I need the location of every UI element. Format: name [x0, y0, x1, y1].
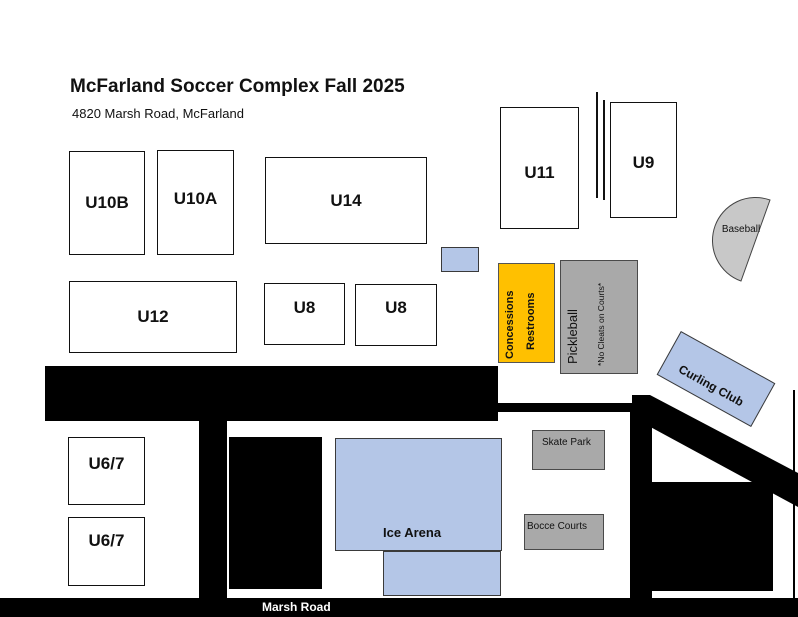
- ice-arena-label: Ice Arena: [383, 525, 442, 540]
- pickleball-courts[interactable]: [560, 260, 638, 374]
- parking-lot-left: [229, 437, 322, 589]
- field-u14[interactable]: U14: [265, 157, 427, 244]
- concessions-label: Concessions: [504, 290, 516, 359]
- field-label: U9: [632, 153, 655, 172]
- concessions-building[interactable]: [498, 263, 555, 363]
- restrooms-label: Restrooms: [525, 292, 537, 350]
- parking-lot-right: [652, 482, 773, 591]
- baseball-field[interactable]: Baseball: [705, 185, 775, 285]
- right-boundary-line: [793, 390, 795, 598]
- field-label: U11: [524, 163, 555, 182]
- road-diagonal: [632, 395, 798, 507]
- field-u10b[interactable]: U10B: [69, 151, 145, 255]
- field-label: U6/7: [88, 531, 125, 550]
- pickleball-note: *No Cleats on Courts*: [596, 282, 606, 366]
- road-vertical-left: [199, 420, 227, 600]
- field-label: U8: [385, 298, 407, 317]
- field-label: U10B: [85, 193, 129, 212]
- map-address: 4820 Marsh Road, McFarland: [72, 106, 244, 121]
- bocce-courts-label: Bocce Courts: [527, 521, 588, 532]
- field-label: U14: [330, 190, 362, 210]
- field-u12[interactable]: U12: [69, 281, 237, 353]
- pickleball-label: Pickleball: [565, 309, 580, 364]
- road-connector: [498, 403, 638, 412]
- ice-arena-annex: [383, 551, 501, 596]
- road-vertical-right: [630, 405, 652, 600]
- field-label: U8: [293, 298, 316, 317]
- field-u11[interactable]: U11: [500, 107, 579, 229]
- skate-park-label: Skate Park: [542, 437, 591, 448]
- map-title: McFarland Soccer Complex Fall 2025: [70, 76, 405, 97]
- bocce-courts[interactable]: [524, 514, 604, 550]
- field-label: U6/7: [88, 454, 125, 473]
- skate-park[interactable]: [532, 430, 605, 470]
- field-u8-right[interactable]: U8: [355, 284, 437, 346]
- shed-building: [441, 247, 479, 272]
- marsh-road-label: Marsh Road: [262, 600, 331, 614]
- field-label: U12: [137, 307, 169, 326]
- fence-line: [596, 92, 598, 198]
- ice-arena-building[interactable]: [335, 438, 502, 551]
- field-u8-left[interactable]: U8: [264, 283, 345, 345]
- marsh-road: [0, 598, 798, 617]
- field-u10a[interactable]: U10A: [157, 150, 234, 255]
- field-label: U10A: [173, 189, 218, 208]
- field-u9[interactable]: U9: [610, 102, 677, 218]
- field-u67-bottom[interactable]: U6/7: [68, 517, 145, 586]
- field-u67-top[interactable]: U6/7: [68, 437, 145, 505]
- road-main-horizontal: [45, 366, 498, 421]
- fence-line: [603, 100, 605, 200]
- baseball-label: Baseball: [722, 224, 760, 235]
